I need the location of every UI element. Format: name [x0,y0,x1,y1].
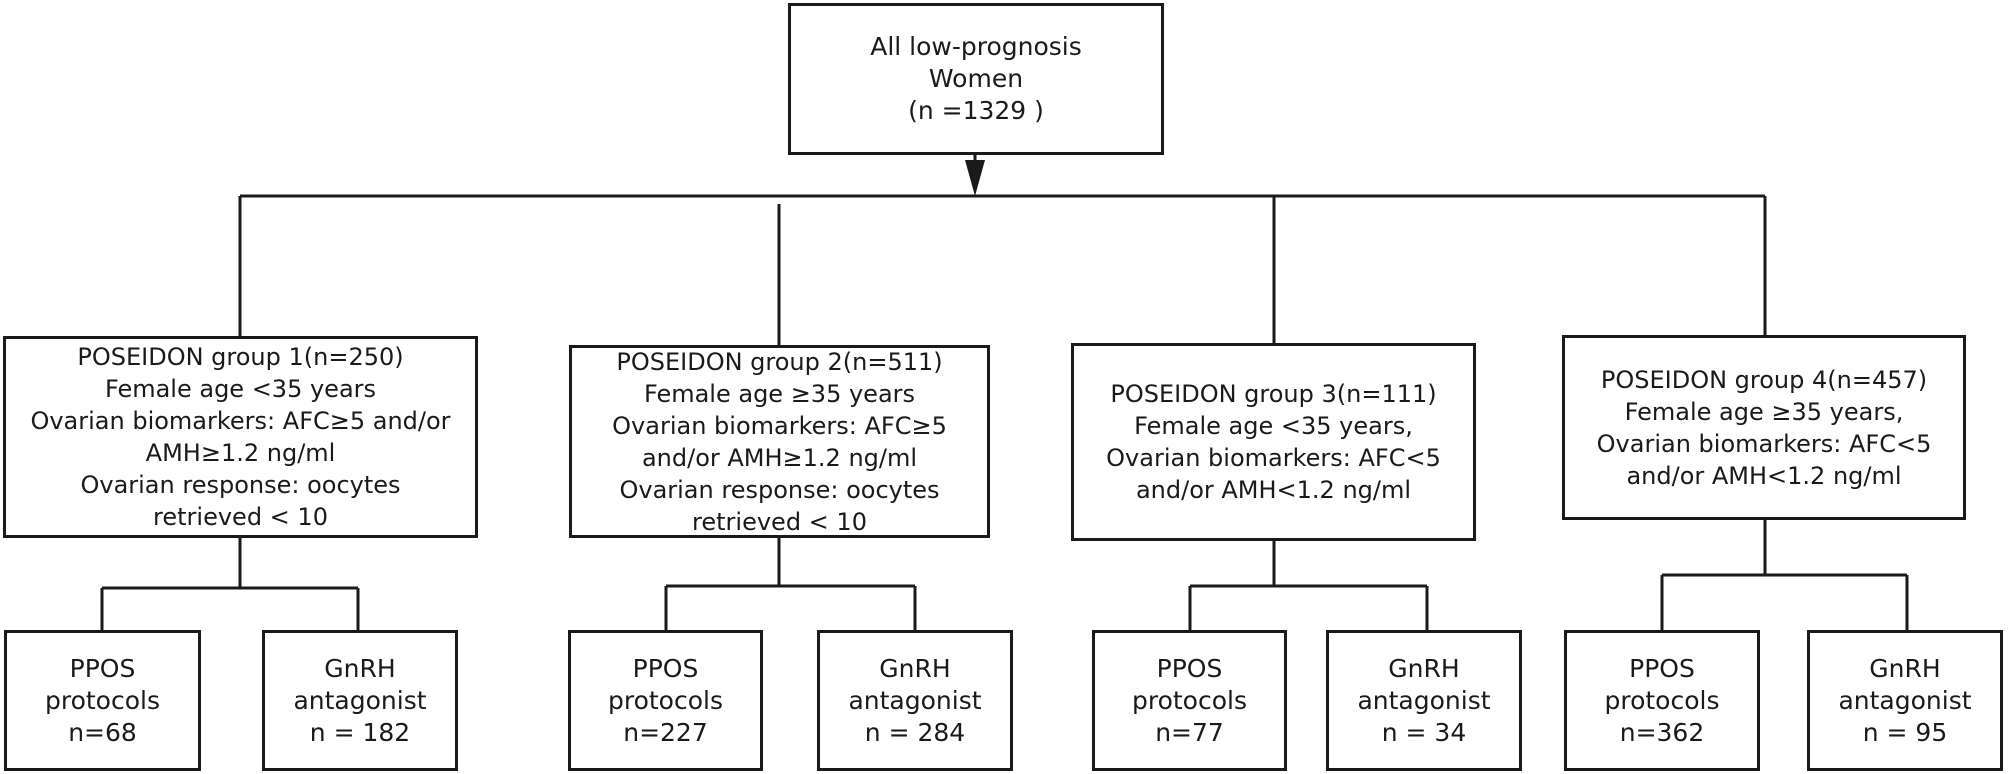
group-3-ppos-line-2: protocols [1131,685,1247,715]
group-2-ppos-line-2: protocols [607,685,723,715]
group-3-box: POSEIDON group 3(n=111) Female age <35 y… [1071,343,1476,541]
group-2-ppos-line-3: n=227 [623,717,708,747]
group-2-ppos-box: PPOS protocols n=227 [568,630,763,771]
group-2-line-2: Female age ≥35 years [643,379,916,408]
root-box: All low-prognosis Women (n =1329 ) [788,3,1164,155]
group-4-line-1: POSEIDON group 4(n=457) [1600,365,1928,394]
group-1-line-4: AMH≥1.2 ng/ml [145,439,336,467]
group-1-ppos-box: PPOS protocols n=68 [4,630,201,771]
group-2-ppos-line-1: PPOS [632,653,699,683]
group-1-ppos-line-2: protocols [44,685,160,715]
group-4-line-3: Ovarian biomarkers: AFC<5 [1596,429,1932,458]
group-3-ppos-box: PPOS protocols n=77 [1092,630,1287,771]
group-3-line-4: and/or AMH<1.2 ng/ml [1135,476,1412,504]
group-2-gnrh-line-2: antagonist [848,685,982,715]
group-4-ppos-line-2: protocols [1604,685,1720,715]
group-3-ppos-line-3: n=77 [1155,717,1224,747]
group-4-box: POSEIDON group 4(n=457) Female age ≥35 y… [1562,335,1966,520]
group-4-gnrh-line-2: antagonist [1838,685,1972,715]
group-2-line-3: Ovarian biomarkers: AFC≥5 [612,411,947,440]
group-2-line-5: Ovarian response: oocytes [619,475,940,504]
group-4-line-4: and/or AMH<1.2 ng/ml [1626,461,1902,490]
group-1-ppos-line-3: n=68 [68,717,137,747]
root-line-3: (n =1329 ) [908,96,1044,125]
group-3-gnrh-line-3: n = 34 [1381,717,1467,747]
group-1-line-1: POSEIDON group 1(n=250) [77,343,404,371]
group-4-ppos-line-3: n=362 [1619,717,1705,747]
group-3-line-3: Ovarian biomarkers: AFC<5 [1106,444,1441,472]
group-2-line-4: and/or AMH≥1.2 ng/ml [641,443,918,472]
group-4-gnrh-line-3: n = 95 [1862,717,1948,747]
group-3-gnrh-box: GnRH antagonist n = 34 [1326,630,1522,771]
group-3-line-2: Female age <35 years, [1134,412,1413,440]
group-1-line-2: Female age <35 years [104,375,377,403]
group-2-gnrh-box: GnRH antagonist n = 284 [817,630,1013,771]
group-2-gnrh-line-1: GnRH [879,653,951,683]
group-1-line-3: Ovarian biomarkers: AFC≥5 and/or [30,407,451,435]
group-4-gnrh-line-1: GnRH [1869,653,1941,683]
root-line-2: Women [928,64,1024,93]
group-2-gnrh-line-3: n = 284 [864,717,966,747]
group-1-line-6: retrieved < 10 [153,503,328,531]
arrowhead [965,160,985,196]
group-2-line-1: POSEIDON group 2(n=511) [616,347,943,376]
group-4-ppos-line-1: PPOS [1629,653,1695,683]
group-4-gnrh-box: GnRH antagonist n = 95 [1807,630,2003,771]
group-2-line-6: retrieved < 10 [692,507,867,536]
group-4-ppos-box: PPOS protocols n=362 [1564,630,1760,771]
group-3-gnrh-line-1: GnRH [1388,653,1460,683]
group-1-gnrh-line-1: GnRH [324,653,396,683]
group-3-ppos-line-1: PPOS [1156,653,1223,683]
group-1-gnrh-box: GnRH antagonist n = 182 [262,630,458,771]
group-1-ppos-line-1: PPOS [69,653,136,683]
group-1-gnrh-line-3: n = 182 [309,717,411,747]
group-1-gnrh-line-2: antagonist [293,685,427,715]
root-line-1: All low-prognosis [870,32,1082,61]
group-1-line-5: Ovarian response: oocytes [80,471,401,499]
group-4-line-2: Female age ≥35 years, [1624,397,1904,426]
group-1-box: POSEIDON group 1(n=250) Female age <35 y… [3,336,478,538]
group-3-gnrh-line-2: antagonist [1357,685,1491,715]
group-2-box: POSEIDON group 2(n=511) Female age ≥35 y… [569,345,990,538]
group-3-line-1: POSEIDON group 3(n=111) [1110,380,1437,408]
